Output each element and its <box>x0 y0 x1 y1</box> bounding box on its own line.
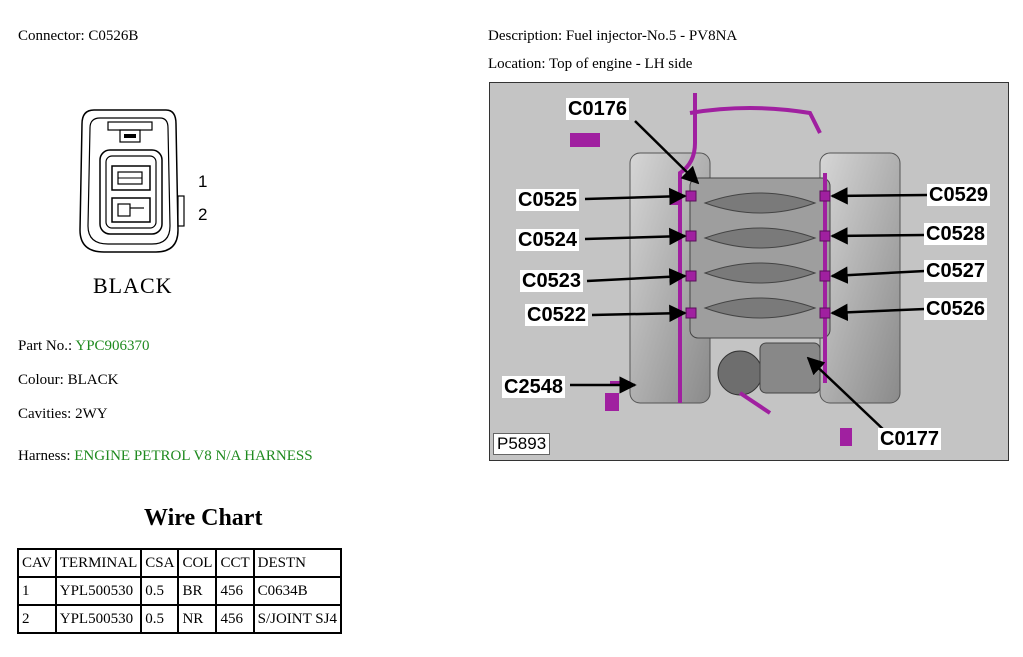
cell-cct: 456 <box>215 604 255 634</box>
callout-c0529: C0529 <box>927 184 990 206</box>
cavities-label: Cavities: 2WY <box>18 406 108 422</box>
location-label: Location: Top of engine - LH side <box>488 56 693 72</box>
part-number-label: Part No.: <box>18 338 73 354</box>
callout-c0176: C0176 <box>566 98 629 120</box>
cell-destn: C0634B <box>252 576 342 606</box>
callout-c0523: C0523 <box>520 270 583 292</box>
col-destn-header: DESTN <box>252 548 342 578</box>
diagram-color-label: BLACK <box>93 273 173 298</box>
table-header-row: CAV TERMINAL CSA COL CCT DESTN <box>17 548 342 578</box>
harness-label: Harness: <box>18 448 71 464</box>
cell-terminal: YPL500530 <box>54 576 143 606</box>
pin-1-label: 1 <box>198 172 208 191</box>
callout-c0522: C0522 <box>525 304 588 326</box>
wire-chart-title: Wire Chart <box>144 505 263 531</box>
wire-chart-table: CAV TERMINAL CSA COL CCT DESTN 1 YPL5005… <box>17 548 342 634</box>
callout-c0177: C0177 <box>878 428 941 450</box>
part-number-link[interactable]: YPC906370 <box>75 338 150 354</box>
engine-illustration <box>490 83 1008 460</box>
col-csa-header: CSA <box>140 548 180 578</box>
col-terminal-header: TERMINAL <box>54 548 143 578</box>
cell-csa: 0.5 <box>140 576 180 606</box>
callout-c0527: C0527 <box>924 260 987 282</box>
colour-label: Colour: BLACK <box>18 372 119 388</box>
col-col-header: COL <box>177 548 218 578</box>
col-cav-header: CAV <box>17 548 57 578</box>
engine-location-image: C0176 C0525 C0524 C0523 C0522 C2548 C052… <box>489 82 1009 461</box>
part-number-line: Part No.: YPC906370 <box>18 337 150 355</box>
table-row: 1 YPL500530 0.5 BR 456 C0634B <box>17 576 342 606</box>
callout-c0526: C0526 <box>924 298 987 320</box>
description-label: Description: Fuel injector-No.5 - PV8NA <box>488 28 738 44</box>
figure-id: P5893 <box>493 433 551 455</box>
cell-terminal: YPL500530 <box>54 604 143 634</box>
harness-link[interactable]: ENGINE PETROL V8 N/A HARNESS <box>74 448 313 464</box>
callout-c0525: C0525 <box>516 189 579 211</box>
table-row: 2 YPL500530 0.5 NR 456 S/JOINT SJ4 <box>17 604 342 634</box>
cell-cav: 2 <box>17 604 57 634</box>
col-cct-header: CCT <box>215 548 255 578</box>
pin-2-label: 2 <box>198 205 208 224</box>
callout-c0528: C0528 <box>924 223 987 245</box>
cell-destn: S/JOINT SJ4 <box>252 604 342 634</box>
harness-line: Harness: ENGINE PETROL V8 N/A HARNESS <box>18 447 313 465</box>
callout-c0524: C0524 <box>516 229 579 251</box>
cell-csa: 0.5 <box>140 604 180 634</box>
cell-col: NR <box>177 604 218 634</box>
connector-label: Connector: C0526B <box>18 28 139 44</box>
connector-face-diagram <box>79 109 185 253</box>
callout-c2548: C2548 <box>502 376 565 398</box>
cell-cct: 456 <box>215 576 255 606</box>
cell-cav: 1 <box>17 576 57 606</box>
cell-col: BR <box>177 576 218 606</box>
